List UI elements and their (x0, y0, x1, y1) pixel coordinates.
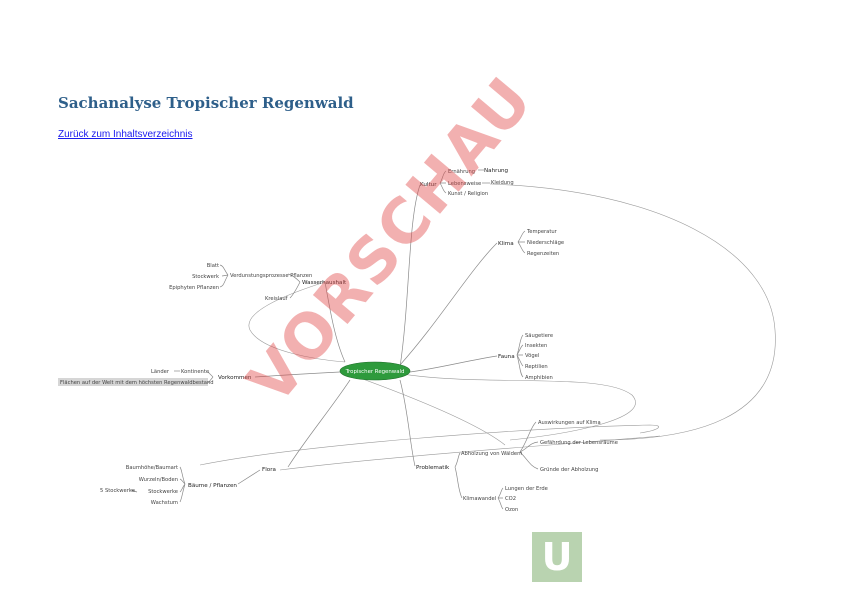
vorkommen-item: Länder (151, 369, 170, 375)
vorkommen-item: Kontinente (181, 369, 209, 375)
branch-fauna (409, 355, 498, 373)
branch-problematik (399, 379, 416, 467)
abholzung-item: Gefährdung der Lebensräume (540, 440, 618, 446)
problematik-bracket (454, 452, 463, 499)
klima-bracket (517, 230, 526, 254)
klima-item: Temperatur (526, 229, 558, 235)
branch-vorkommen-label: Vorkommen (218, 375, 252, 381)
branch-flora-label: Flora (262, 467, 276, 473)
baeume-item: Stockwerke (148, 489, 178, 495)
stockwerke-side-label: 5 Stockwerke (100, 488, 135, 494)
branch-problematik-label: Problematik (416, 465, 450, 471)
fauna-item: Amphibien (525, 375, 553, 381)
klimawandel-item: Lungen der Erde (505, 486, 548, 492)
center-node (339, 361, 411, 381)
curve-connector (248, 281, 346, 363)
klima-item: Regenzeiten (527, 251, 559, 257)
branch-fauna-label: Fauna (498, 354, 515, 360)
baeume-item: Baumhöhe/Baumart (126, 465, 178, 471)
kultur-extra: Nahrung (484, 168, 509, 174)
verdunstung-item: Epiphyten Pflanzen (169, 285, 219, 291)
fauna-item: Vögel (525, 353, 539, 359)
abholzung-item: Auswirkungen auf Klima (538, 420, 601, 426)
baeume-item: Wurzeln/Boden (139, 477, 178, 483)
baeume-bracket (179, 466, 186, 503)
kultur-item: Kunst / Religion (448, 191, 488, 197)
klima-item: Niederschläge (527, 240, 564, 246)
verdunstung-bracket (219, 264, 229, 288)
fauna-item: Reptilien (525, 364, 548, 370)
wasser-bracket (287, 273, 301, 299)
klimawandel-item: CO2 (505, 496, 516, 502)
vorkommen-long-item: Flächen auf der Welt mit dem höchsten Re… (60, 380, 214, 386)
curve-connector (279, 435, 661, 471)
curve-connector (359, 377, 506, 446)
flora-line (237, 469, 261, 485)
abholzung-bracket (519, 421, 539, 470)
verdunstung-label: Verdunstungsprozesse Pflanzen (230, 273, 312, 279)
klimawandel-bracket (497, 487, 504, 510)
back-to-contents-link[interactable]: Zurück zum Inhaltsverzeichnis (58, 129, 193, 140)
fauna-bracket (516, 334, 524, 378)
curve-connector (489, 183, 776, 441)
branch-vorkommen (254, 371, 341, 378)
branch-flora (287, 379, 351, 468)
vorkommen-long-item-bg (58, 378, 208, 386)
branch-klima (399, 242, 498, 366)
verdunstung-item: Blatt (207, 263, 219, 269)
fauna-item: Säugetiere (525, 333, 553, 339)
verdunstung-item: Stockwerk (192, 274, 219, 280)
kultur-extra: Kleidung (491, 180, 514, 186)
branch-kultur (399, 184, 421, 368)
branch-wasserhaushalt-label: Wasserhaushalt (302, 280, 347, 286)
baeume-label: Bäume / Pflanzen (188, 483, 237, 489)
curve-connector (379, 369, 636, 441)
klimawandel-item: Ozon (505, 507, 518, 513)
fauna-item: Insekten (525, 343, 547, 349)
page-title: Sachanalyse Tropischer Regenwald (58, 94, 354, 112)
kreislauf-label: Kreislauf (265, 296, 288, 302)
curve-connector (199, 424, 660, 466)
abholzung-item: Gründe der Abholzung (540, 467, 598, 473)
branch-kultur-label: Kultur (420, 182, 437, 188)
branch-klima-label: Klima (498, 241, 514, 247)
abholzung-label: Abholzung von Wäldern (461, 451, 522, 457)
baeume-item: Wachstum (151, 500, 178, 506)
kultur-item: Lebensweise (448, 181, 481, 187)
klimawandel-label: Klimawandel (463, 496, 496, 502)
stockwerke-side-line (130, 489, 138, 493)
vorkommen-bracket (207, 371, 214, 384)
logo-icon: U (532, 532, 582, 582)
branch-wasserhaushalt (324, 281, 346, 363)
center-node-label: Tropischer Regenwald (345, 369, 405, 375)
kultur-bracket (439, 170, 447, 194)
kultur-item: Ernährung (448, 169, 475, 175)
